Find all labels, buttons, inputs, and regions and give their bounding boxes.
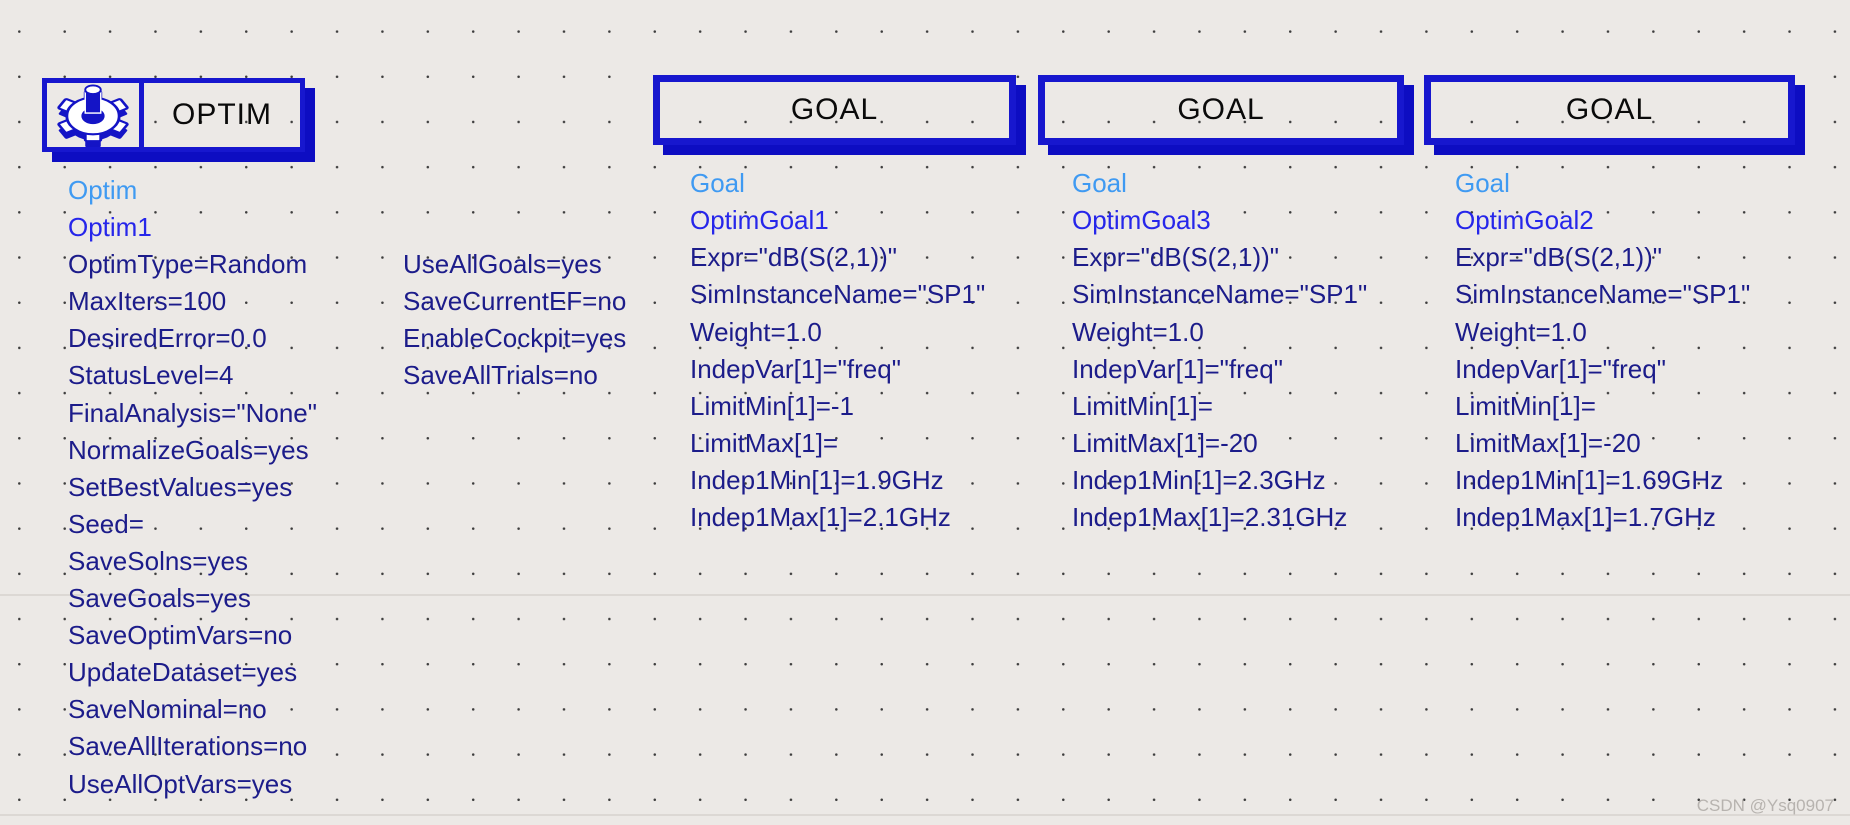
goal3-params: Goal OptimGoal2 Expr="dB(S(2,1))" SimIns… [1455, 165, 1750, 537]
param-line[interactable]: IndepVar[1]="freq" [1455, 353, 1666, 384]
optim-icon-cell [47, 83, 144, 147]
param-line[interactable]: OptimType=Random [68, 249, 308, 280]
param-line[interactable]: IndepVar[1]="freq" [690, 353, 901, 384]
param-line[interactable]: SimInstanceName="SP1" [1455, 279, 1751, 310]
param-line[interactable]: StatusLevel=4 [68, 360, 234, 391]
param-line[interactable]: UpdateDataset=yes [68, 657, 298, 688]
optim-component-symbol[interactable]: OPTIM [42, 78, 305, 152]
goal2-params: Goal OptimGoal3 Expr="dB(S(2,1))" SimIns… [1072, 165, 1367, 537]
component-name-label[interactable]: Optim [68, 175, 138, 205]
optim-title-label: OPTIM [172, 98, 272, 131]
param-line[interactable]: Indep1Max[1]=2.31GHz [1072, 502, 1348, 533]
param-line[interactable]: FinalAnalysis="None" [68, 397, 317, 428]
param-line[interactable]: Weight=1.0 [1455, 316, 1587, 347]
param-line[interactable]: NormalizeGoals=yes [68, 434, 309, 465]
param-line[interactable]: Indep1Min[1]=1.69GHz [1455, 465, 1724, 496]
param-line[interactable]: IndepVar[1]="freq" [1072, 353, 1283, 384]
param-line[interactable]: Indep1Min[1]=1.9GHz [690, 465, 944, 496]
page-boundary-line [0, 594, 1850, 596]
param-line[interactable]: SaveOptimVars=no [68, 620, 293, 651]
param-line[interactable]: Weight=1.0 [1072, 316, 1204, 347]
param-line[interactable]: SaveAllTrials=no [403, 360, 598, 391]
goal2-title-label: GOAL [1177, 93, 1265, 126]
instance-id-label[interactable]: OptimGoal3 [1072, 205, 1211, 236]
param-line[interactable]: LimitMax[1]=-20 [1455, 428, 1641, 459]
param-line[interactable]: SaveSolns=yes [68, 545, 248, 576]
instance-id-label[interactable]: OptimGoal1 [690, 205, 829, 236]
param-line[interactable]: LimitMax[1]= [690, 428, 839, 459]
param-line[interactable]: SaveGoals=yes [68, 583, 251, 614]
param-line[interactable]: UseAllGoals=yes [403, 249, 602, 279]
goal3-title-label: GOAL [1565, 93, 1654, 126]
goal3-component-symbol[interactable]: GOAL [1424, 75, 1795, 145]
goal2-component-symbol[interactable]: GOAL [1038, 75, 1404, 145]
param-line[interactable]: MaxIters=100 [68, 286, 227, 317]
component-name-label[interactable]: Goal [1455, 168, 1510, 198]
param-line[interactable]: SimInstanceName="SP1" [690, 279, 986, 310]
param-line[interactable]: UseAllOptVars=yes [68, 768, 293, 799]
goal1-title-label: GOAL [790, 93, 879, 126]
param-line[interactable]: SaveNominal=no [68, 694, 267, 725]
component-name-label[interactable]: Goal [690, 168, 745, 198]
param-line[interactable]: Expr="dB(S(2,1))" [1455, 242, 1663, 273]
param-line[interactable]: LimitMin[1]=-1 [690, 390, 854, 421]
param-line[interactable]: Expr="dB(S(2,1))" [1072, 242, 1280, 273]
param-line[interactable]: Indep1Min[1]=2.3GHz [1072, 465, 1326, 496]
param-line[interactable]: DesiredError=0.0 [68, 323, 267, 354]
param-line[interactable]: SimInstanceName="SP1" [1072, 279, 1368, 310]
param-line[interactable]: SaveAllIterations=no [68, 731, 308, 762]
page-boundary-line [0, 814, 1850, 816]
param-line[interactable]: LimitMax[1]=-20 [1072, 428, 1258, 459]
optim-params-col2: UseAllGoals=yes SaveCurrentEF=no EnableC… [403, 246, 626, 394]
watermark-text: CSDN @Ysq0907 [1696, 796, 1834, 815]
param-line[interactable]: Weight=1.0 [690, 316, 822, 347]
instance-id-label[interactable]: Optim1 [68, 212, 152, 243]
param-line[interactable]: EnableCockpit=yes [403, 323, 627, 354]
param-line[interactable]: SetBestValues=yes [68, 471, 293, 502]
optim-params-col1: Optim Optim1 OptimType=Random MaxIters=1… [68, 172, 317, 803]
goal1-component-symbol[interactable]: GOAL [653, 75, 1016, 145]
optim-title-cell: OPTIM [144, 83, 300, 147]
param-line[interactable]: SaveCurrentEF=no [403, 286, 627, 317]
component-name-label[interactable]: Goal [1072, 168, 1127, 198]
param-line[interactable]: LimitMin[1]= [1455, 390, 1596, 421]
gear-icon [56, 84, 130, 147]
param-line[interactable]: Indep1Max[1]=1.7GHz [1455, 502, 1716, 533]
param-line[interactable]: LimitMin[1]= [1072, 390, 1213, 421]
instance-id-label[interactable]: OptimGoal2 [1455, 205, 1594, 236]
goal1-params: Goal OptimGoal1 Expr="dB(S(2,1))" SimIns… [690, 165, 985, 537]
param-line[interactable]: Seed= [68, 508, 144, 539]
param-line[interactable]: Expr="dB(S(2,1))" [690, 242, 898, 273]
param-line[interactable]: Indep1Max[1]=2.1GHz [690, 502, 951, 533]
